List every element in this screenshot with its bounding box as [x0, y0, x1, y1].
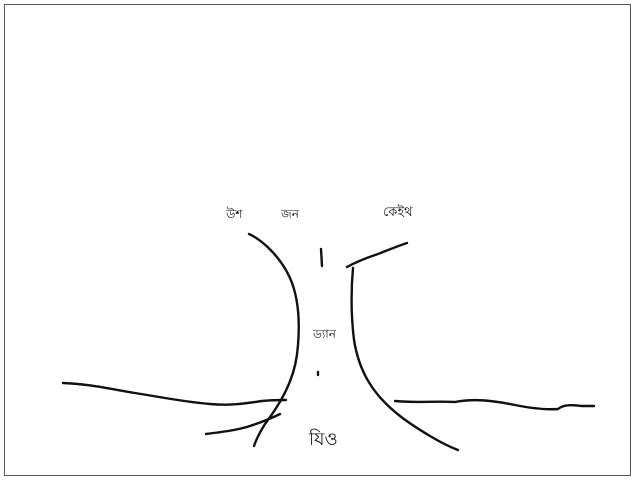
- ground-line-right: [393, 398, 596, 411]
- center-stub: [319, 247, 324, 268]
- label-top-left: উশ: [226, 207, 243, 221]
- label-bottom: যিও: [309, 429, 338, 450]
- drawing-frame: [4, 4, 631, 476]
- label-center: ড্যান: [313, 327, 336, 341]
- left-root: [204, 412, 282, 436]
- label-top-right: কেইথ: [383, 205, 413, 220]
- right-branch: [345, 241, 409, 269]
- trunk-left-edge: [247, 232, 300, 448]
- ground-line-left: [61, 381, 288, 406]
- label-top-middle: জন: [281, 207, 299, 221]
- trunk-right-edge: [350, 266, 460, 452]
